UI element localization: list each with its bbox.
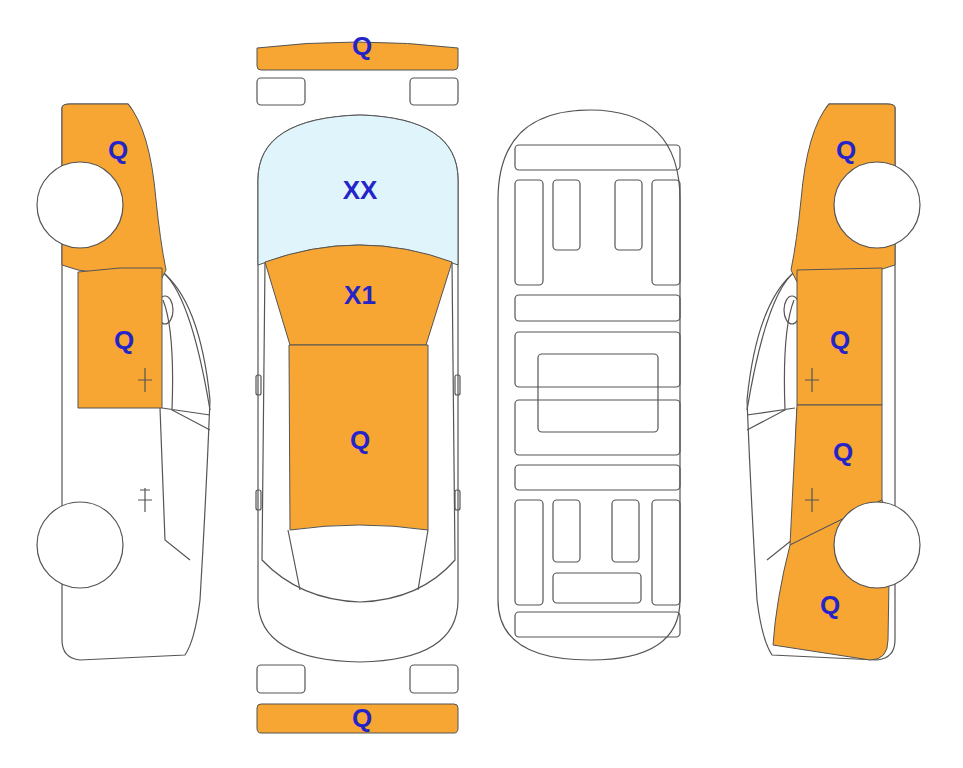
- right-front-door: Q: [795, 266, 884, 407]
- panel-fill: [265, 245, 452, 345]
- damage-code: Q: [836, 137, 856, 163]
- damage-code: XX: [343, 177, 378, 203]
- damage-code: Q: [820, 592, 840, 618]
- damage-code: Q: [352, 705, 372, 731]
- damage-code: Q: [114, 327, 134, 353]
- panel-fill: [257, 704, 458, 733]
- damage-code: Q: [833, 439, 853, 465]
- front-bumper: Q: [255, 36, 460, 72]
- damage-code: Q: [830, 327, 850, 353]
- panel-fill: [258, 115, 458, 265]
- roof: Q: [286, 341, 430, 533]
- hood: X1: [263, 226, 455, 348]
- damage-code: Q: [352, 33, 372, 59]
- rear-bumper: Q: [255, 702, 460, 735]
- damage-code: Q: [350, 427, 370, 453]
- left-front-door: Q: [76, 266, 164, 410]
- damage-code: Q: [108, 137, 128, 163]
- panel-fill: [78, 268, 162, 408]
- panel-fill: [797, 268, 882, 405]
- panel-fill: [289, 345, 428, 530]
- damage-code: X1: [344, 282, 376, 308]
